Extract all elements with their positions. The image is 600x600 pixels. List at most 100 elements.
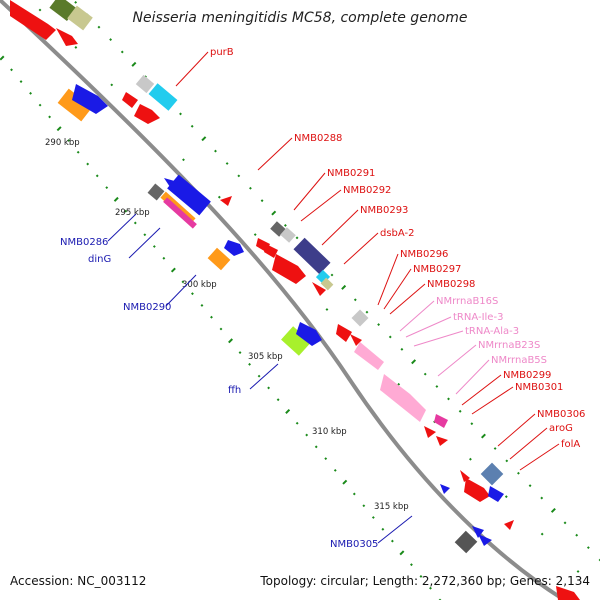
gene-label[interactable]: dinG	[88, 254, 111, 265]
tick-mark	[182, 158, 185, 162]
tick-mark	[162, 256, 166, 260]
gene-label[interactable]: NMB0298	[427, 279, 475, 290]
gene-block[interactable]	[351, 309, 369, 327]
tick-mark	[257, 374, 261, 378]
gene-label[interactable]: NMB0297	[413, 264, 461, 275]
gene-arrow[interactable]	[312, 282, 326, 296]
gene-label[interactable]: NMB0290	[123, 302, 171, 313]
gene-arrow[interactable]	[264, 244, 278, 258]
tick-mark	[110, 83, 114, 87]
leader-line	[249, 363, 279, 390]
leader-line	[405, 316, 452, 338]
gene-block[interactable]	[480, 462, 504, 486]
tick-mark	[362, 504, 366, 508]
tick-mark	[575, 533, 579, 537]
gene-block[interactable]	[293, 237, 331, 275]
gene-arrow[interactable]	[488, 486, 504, 502]
gene-label[interactable]: NMB0293	[360, 205, 408, 216]
tick-mark	[260, 199, 264, 203]
rrna-arrow[interactable]	[354, 342, 384, 370]
tick-mark	[248, 362, 251, 366]
gene-arrow[interactable]	[134, 104, 160, 124]
gene-arrow[interactable]	[272, 254, 306, 284]
gene-label[interactable]: aroG	[549, 423, 573, 434]
tick-mark	[481, 433, 486, 439]
gene-label[interactable]: NMB0306	[537, 409, 585, 420]
rrna-arrow[interactable]	[380, 374, 426, 422]
gene-block[interactable]	[207, 247, 231, 271]
gene-arrow[interactable]	[72, 84, 108, 114]
gene-arrow[interactable]	[464, 478, 490, 502]
gene-arrow[interactable]	[10, 0, 56, 40]
tick-mark	[56, 126, 62, 132]
gene-label[interactable]: NMB0301	[515, 382, 563, 393]
tick-mark	[276, 398, 280, 402]
leader-line	[383, 268, 412, 310]
inner-features	[57, 84, 492, 554]
gene-arrow[interactable]	[556, 586, 580, 600]
gene-arrow[interactable]	[220, 196, 232, 206]
gene-label[interactable]: NMB0305	[330, 539, 378, 550]
gene-label[interactable]: NMrrnaB16S	[436, 296, 498, 307]
gene-arrow[interactable]	[440, 484, 450, 494]
tick-mark	[74, 0, 78, 4]
gene-label[interactable]: NMB0292	[343, 185, 391, 196]
tick-mark	[133, 221, 137, 225]
gene-block[interactable]	[281, 326, 311, 356]
leader-line	[399, 300, 435, 332]
gene-arrow[interactable]	[478, 534, 492, 546]
tick-mark	[0, 55, 5, 61]
gene-block[interactable]	[57, 88, 93, 122]
topology-summary: Topology: circular; Length: 2,272,360 bp…	[260, 574, 590, 588]
gene-block[interactable]	[320, 277, 334, 291]
rrna-arrow[interactable]	[434, 414, 448, 428]
gene-label[interactable]: purB	[210, 47, 234, 58]
gene-arrow[interactable]	[350, 334, 362, 346]
leader-line	[257, 137, 293, 171]
gene-arrow[interactable]	[424, 426, 436, 438]
gene-label[interactable]: NMB0291	[327, 168, 375, 179]
gene-arrow[interactable]	[472, 526, 484, 538]
gene-block[interactable]	[454, 530, 478, 554]
gene-arrow[interactable]	[56, 28, 78, 46]
gene-label[interactable]: tRNA-Ala-3	[465, 326, 519, 337]
gene-arrow[interactable]	[122, 92, 138, 108]
gene-arrow[interactable]	[296, 322, 322, 346]
leader-line	[343, 232, 379, 265]
gene-label[interactable]: NMrrnaB5S	[491, 355, 547, 366]
tick-mark	[238, 351, 242, 354]
gene-arrow[interactable]	[336, 324, 352, 342]
gene-arrow[interactable]	[436, 436, 448, 446]
gene-label[interactable]: tRNA-Ile-3	[453, 312, 503, 323]
gene-block[interactable]	[147, 183, 165, 201]
tick-mark	[429, 586, 432, 590]
tick-mark	[105, 186, 109, 190]
gene-block[interactable]	[67, 5, 93, 31]
gene-block[interactable]	[135, 74, 155, 94]
gene-label[interactable]: NMB0296	[400, 249, 448, 260]
gene-block[interactable]	[148, 83, 178, 111]
gene-label[interactable]: NMB0286	[60, 237, 108, 248]
gene-label[interactable]: ffh	[228, 385, 241, 396]
gene-label[interactable]: NMB0288	[294, 133, 342, 144]
tick-mark	[493, 447, 497, 450]
gene-block[interactable]	[163, 197, 197, 229]
gene-label[interactable]: NMrrnaB23S	[478, 340, 540, 351]
tick-mark	[152, 245, 156, 248]
gene-block[interactable]	[167, 174, 211, 216]
tick-mark	[228, 338, 233, 344]
tick-mark	[109, 38, 113, 41]
gene-label[interactable]: dsbA-2	[380, 228, 415, 239]
tick-mark	[410, 563, 413, 567]
gene-arrow[interactable]	[224, 240, 244, 256]
gene-block[interactable]	[280, 227, 296, 243]
gene-block[interactable]	[49, 0, 77, 22]
gene-label[interactable]: folA	[561, 439, 580, 450]
tick-mark	[469, 457, 472, 461]
tick-mark	[381, 527, 385, 531]
gene-label[interactable]: NMB0299	[503, 370, 551, 381]
tick-mark	[219, 327, 223, 331]
gene-arrow[interactable]	[504, 520, 514, 530]
tick-mark	[324, 457, 328, 461]
leader-line	[471, 386, 514, 415]
